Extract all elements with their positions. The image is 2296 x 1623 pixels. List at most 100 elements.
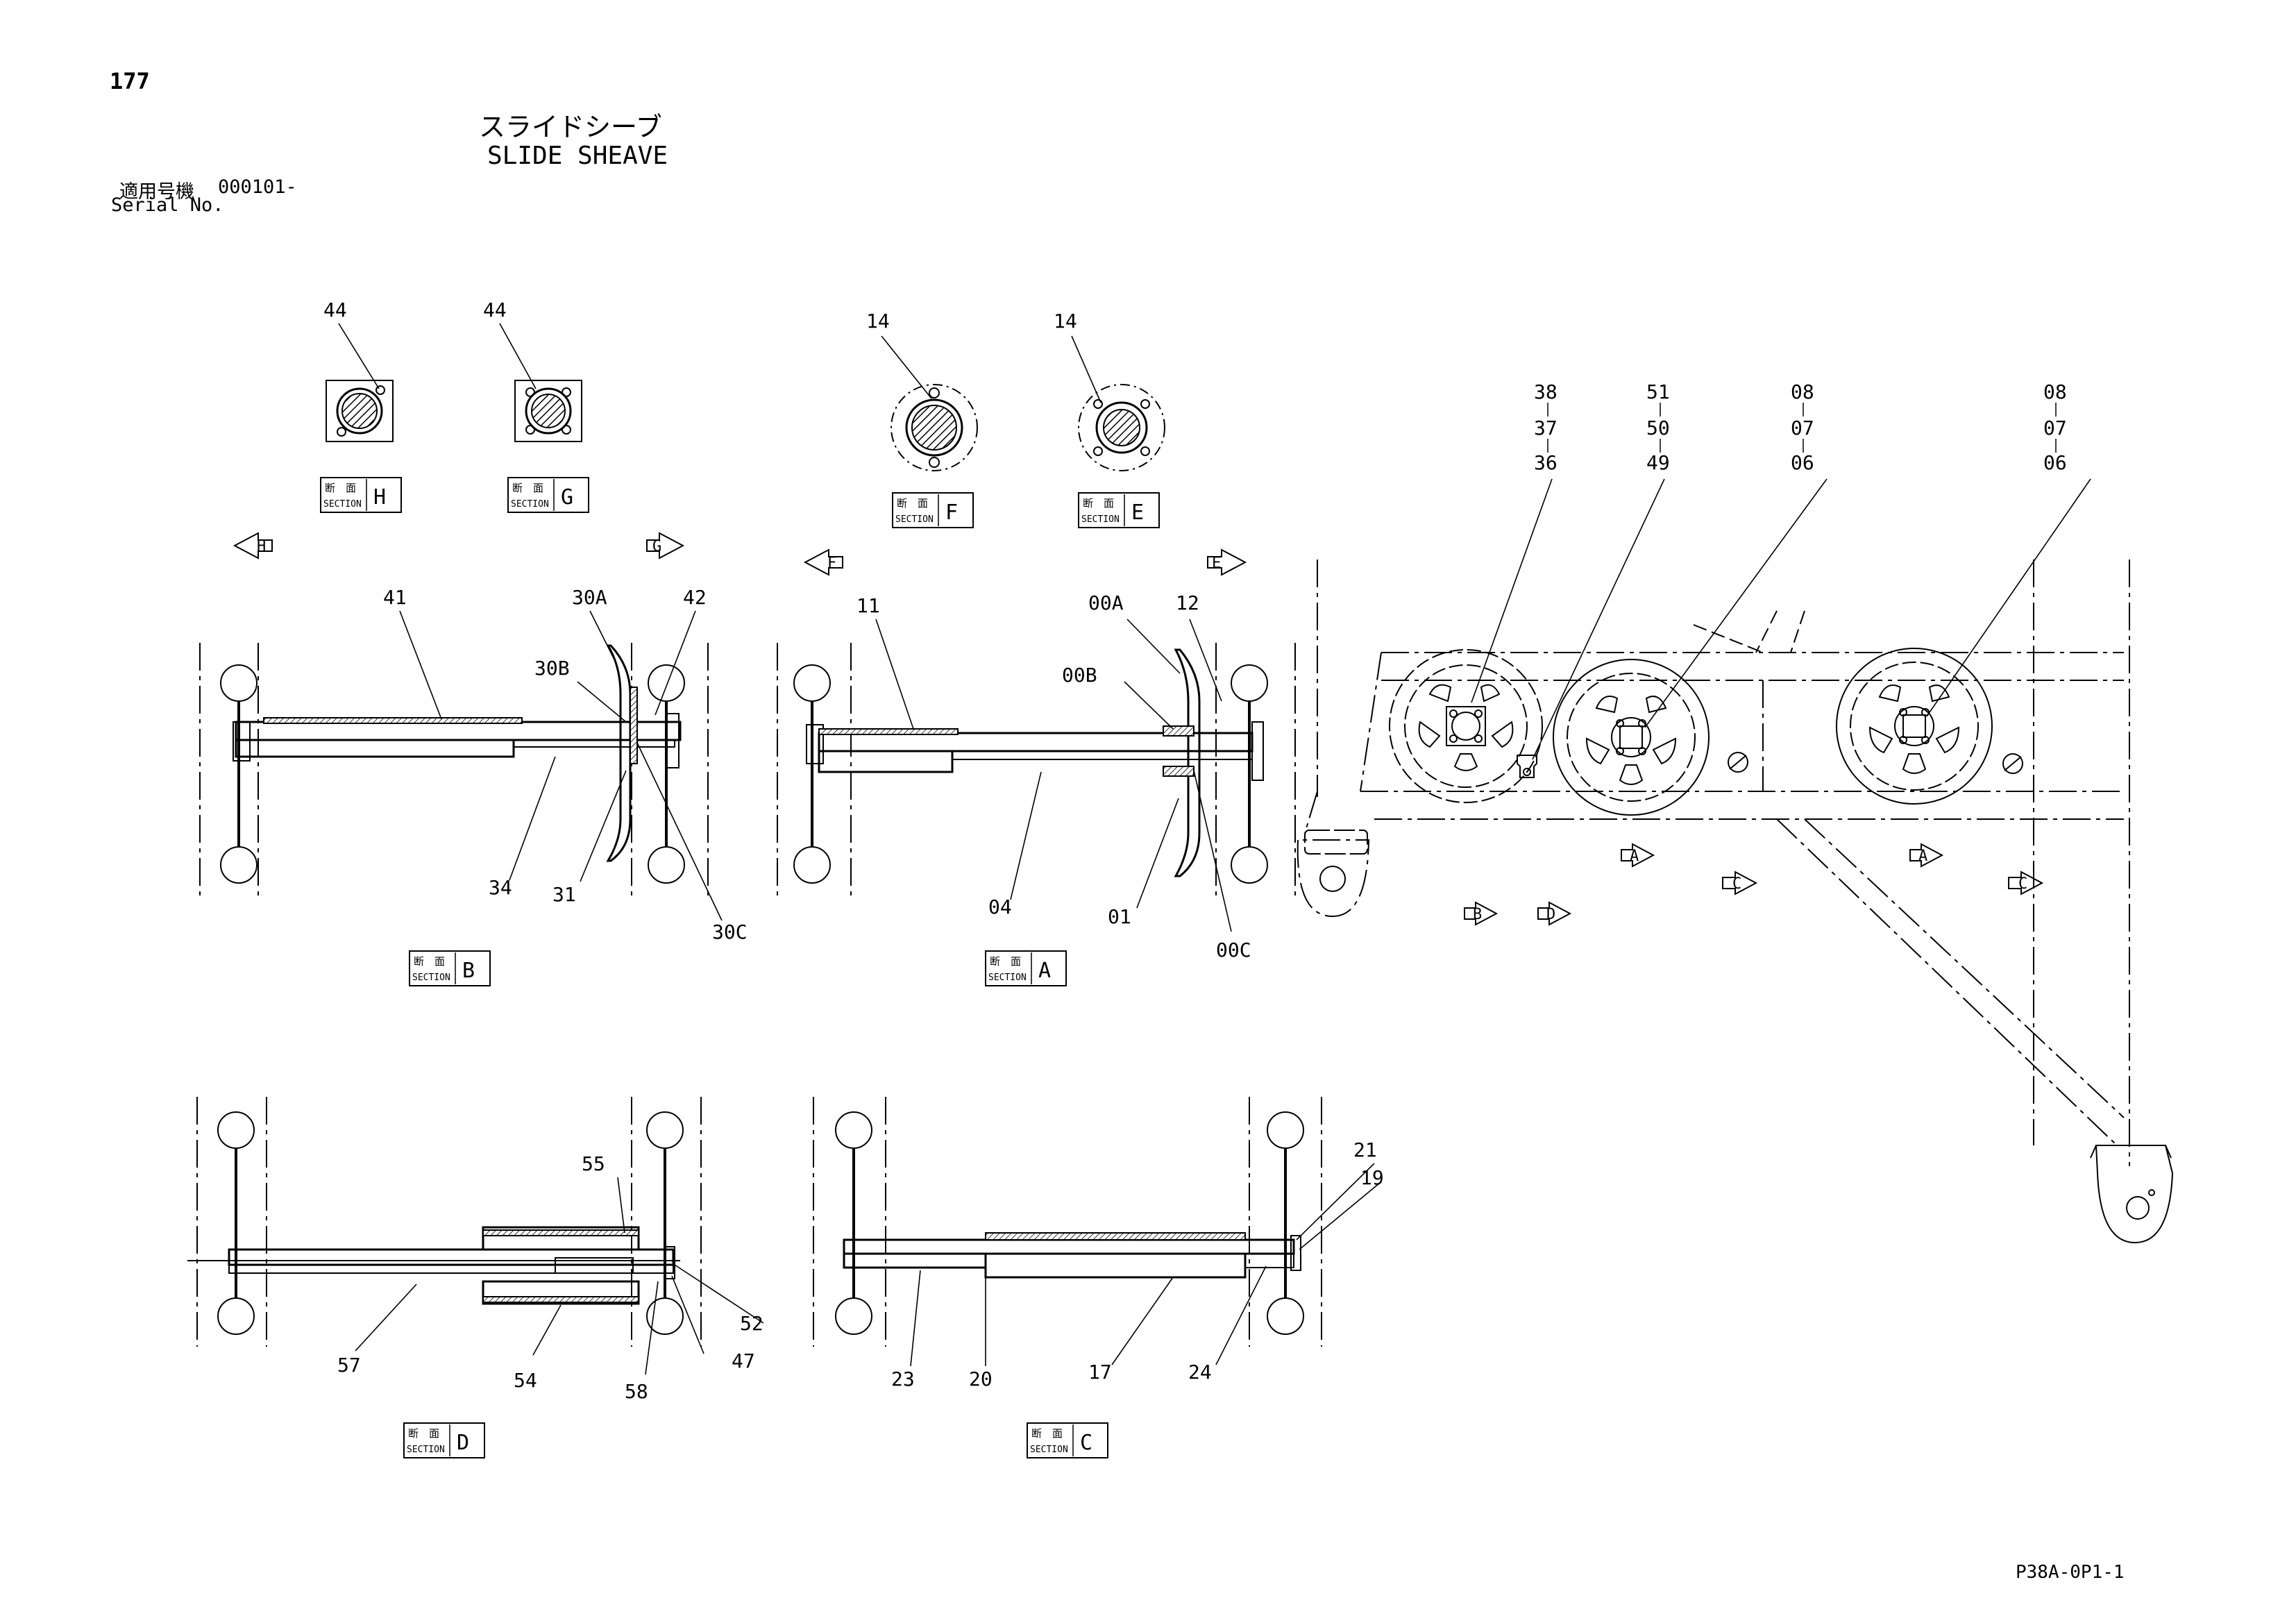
callout-42: 42 — [683, 586, 707, 609]
end-view-g — [514, 380, 582, 442]
frame-assembly-view — [1297, 560, 2174, 1244]
callout-30b: 30B — [534, 657, 570, 680]
svg-text:C: C — [1080, 1431, 1092, 1455]
end-view-e — [1078, 384, 1165, 471]
view-arrow-a-2 — [1909, 843, 1944, 868]
svg-text:断 面: 断 面 — [408, 1427, 439, 1440]
svg-text:断 面: 断 面 — [1083, 497, 1114, 510]
callout-37: 37 — [1534, 417, 1558, 439]
callout-30c: 30C — [712, 920, 748, 943]
view-arrow-a2-letter: A — [1918, 848, 1927, 865]
view-arrow-h-letter: H — [257, 538, 266, 555]
title-english: SLIDE SHEAVE — [487, 142, 668, 170]
callout-07: 07 — [2043, 417, 2067, 439]
callout-50: 50 — [1646, 417, 1670, 439]
page-number: 177 — [110, 68, 150, 94]
view-arrow-f-letter: F — [827, 555, 836, 572]
svg-text:断 面: 断 面 — [897, 497, 928, 510]
svg-text:SECTION: SECTION — [895, 514, 934, 525]
callout-55: 55 — [582, 1152, 605, 1175]
section-d-drawing — [187, 1097, 702, 1347]
section-tag-e: 断 面 SECTION E — [1078, 492, 1160, 528]
callout-00b: 00B — [1062, 664, 1097, 687]
section-tag-a: 断 面 SECTION A — [985, 950, 1067, 986]
view-arrow-f — [803, 548, 843, 576]
callout-31: 31 — [552, 883, 576, 906]
view-arrow-c2-letter: C — [2018, 875, 2027, 893]
section-a-drawing — [777, 643, 1296, 897]
svg-text:SECTION: SECTION — [1030, 1445, 1068, 1455]
section-c-drawing — [813, 1097, 1322, 1347]
sheave-center — [1553, 659, 1710, 816]
callout-23: 23 — [891, 1368, 915, 1390]
callout-06: 06 — [2043, 451, 2067, 474]
serial-label-japanese: 適用号機 — [119, 181, 194, 203]
view-arrow-c-2 — [2008, 871, 2044, 895]
svg-text:断 面: 断 面 — [512, 482, 543, 494]
svg-text:SECTION: SECTION — [988, 973, 1027, 983]
callout-14: 14 — [1054, 310, 1077, 333]
end-view-h — [326, 380, 394, 442]
lock-pin-2 — [2002, 753, 2023, 774]
svg-text:H: H — [373, 485, 386, 510]
callout-20: 20 — [969, 1368, 993, 1390]
view-arrow-d — [1537, 901, 1572, 926]
callout-19: 19 — [1360, 1166, 1384, 1189]
view-arrow-b — [1464, 901, 1499, 926]
view-arrow-e — [1207, 548, 1247, 576]
svg-text:D: D — [457, 1431, 469, 1455]
callout-11: 11 — [856, 594, 880, 617]
view-arrow-h — [233, 532, 273, 560]
callout-24: 24 — [1188, 1361, 1212, 1384]
section-tag-b: 断 面 SECTION B — [409, 950, 491, 986]
callout-06: 06 — [1791, 451, 1814, 474]
svg-text:E: E — [1131, 501, 1144, 525]
svg-text:A: A — [1038, 959, 1051, 983]
callout-21: 21 — [1353, 1138, 1377, 1161]
svg-text:SECTION: SECTION — [511, 499, 549, 510]
view-arrow-g-letter: G — [652, 538, 661, 555]
callout-58: 58 — [625, 1380, 648, 1403]
callout-07: 07 — [1791, 417, 1814, 439]
svg-text:断 面: 断 面 — [325, 482, 356, 494]
svg-text:F: F — [945, 501, 958, 525]
serial-label-english: Serial No. — [111, 194, 224, 216]
callout-30a: 30A — [572, 586, 607, 609]
svg-text:SECTION: SECTION — [407, 1445, 445, 1455]
callout-44: 44 — [323, 298, 347, 321]
callout-51: 51 — [1646, 380, 1670, 403]
callout-12: 12 — [1176, 591, 1199, 614]
end-view-f — [890, 384, 978, 471]
callout-14: 14 — [866, 310, 890, 333]
view-arrow-b-letter: B — [1473, 906, 1482, 923]
view-arrow-c-1 — [1722, 871, 1758, 895]
sheave-right — [1836, 648, 1993, 805]
callout-57: 57 — [337, 1354, 361, 1377]
view-arrow-d-letter: D — [1546, 906, 1555, 923]
callout-47: 47 — [732, 1349, 755, 1372]
callout-17: 17 — [1088, 1361, 1112, 1384]
svg-text:SECTION: SECTION — [1081, 514, 1120, 525]
callout-44: 44 — [483, 298, 507, 321]
svg-text:SECTION: SECTION — [323, 499, 362, 510]
lock-pin-1 — [1728, 752, 1748, 773]
pin-bracket — [1517, 755, 1537, 778]
section-tag-c: 断 面 SECTION C — [1027, 1422, 1108, 1458]
callout-00c: 00C — [1216, 939, 1251, 961]
serial-number: 000101- — [218, 176, 297, 198]
callout-41: 41 — [383, 586, 407, 609]
callout-08: 08 — [2043, 380, 2067, 403]
view-arrow-a1-letter: A — [1630, 848, 1639, 865]
view-arrow-g — [646, 532, 685, 560]
callout-01: 01 — [1108, 905, 1131, 928]
callout-00a: 00A — [1088, 591, 1124, 614]
part-callouts: 44 44 14 14 41 30A 42 30B 34 31 30C 11 0… — [323, 298, 2067, 1403]
svg-text:SECTION: SECTION — [412, 973, 450, 983]
drawing-code: P38A-0P1-1 — [2016, 1562, 2125, 1583]
section-tag-d: 断 面 SECTION D — [403, 1422, 485, 1458]
callout-52: 52 — [740, 1312, 763, 1335]
callout-08: 08 — [1791, 380, 1814, 403]
view-arrow-e-letter: E — [1212, 555, 1221, 572]
section-tag-f: 断 面 SECTION F — [892, 492, 974, 528]
